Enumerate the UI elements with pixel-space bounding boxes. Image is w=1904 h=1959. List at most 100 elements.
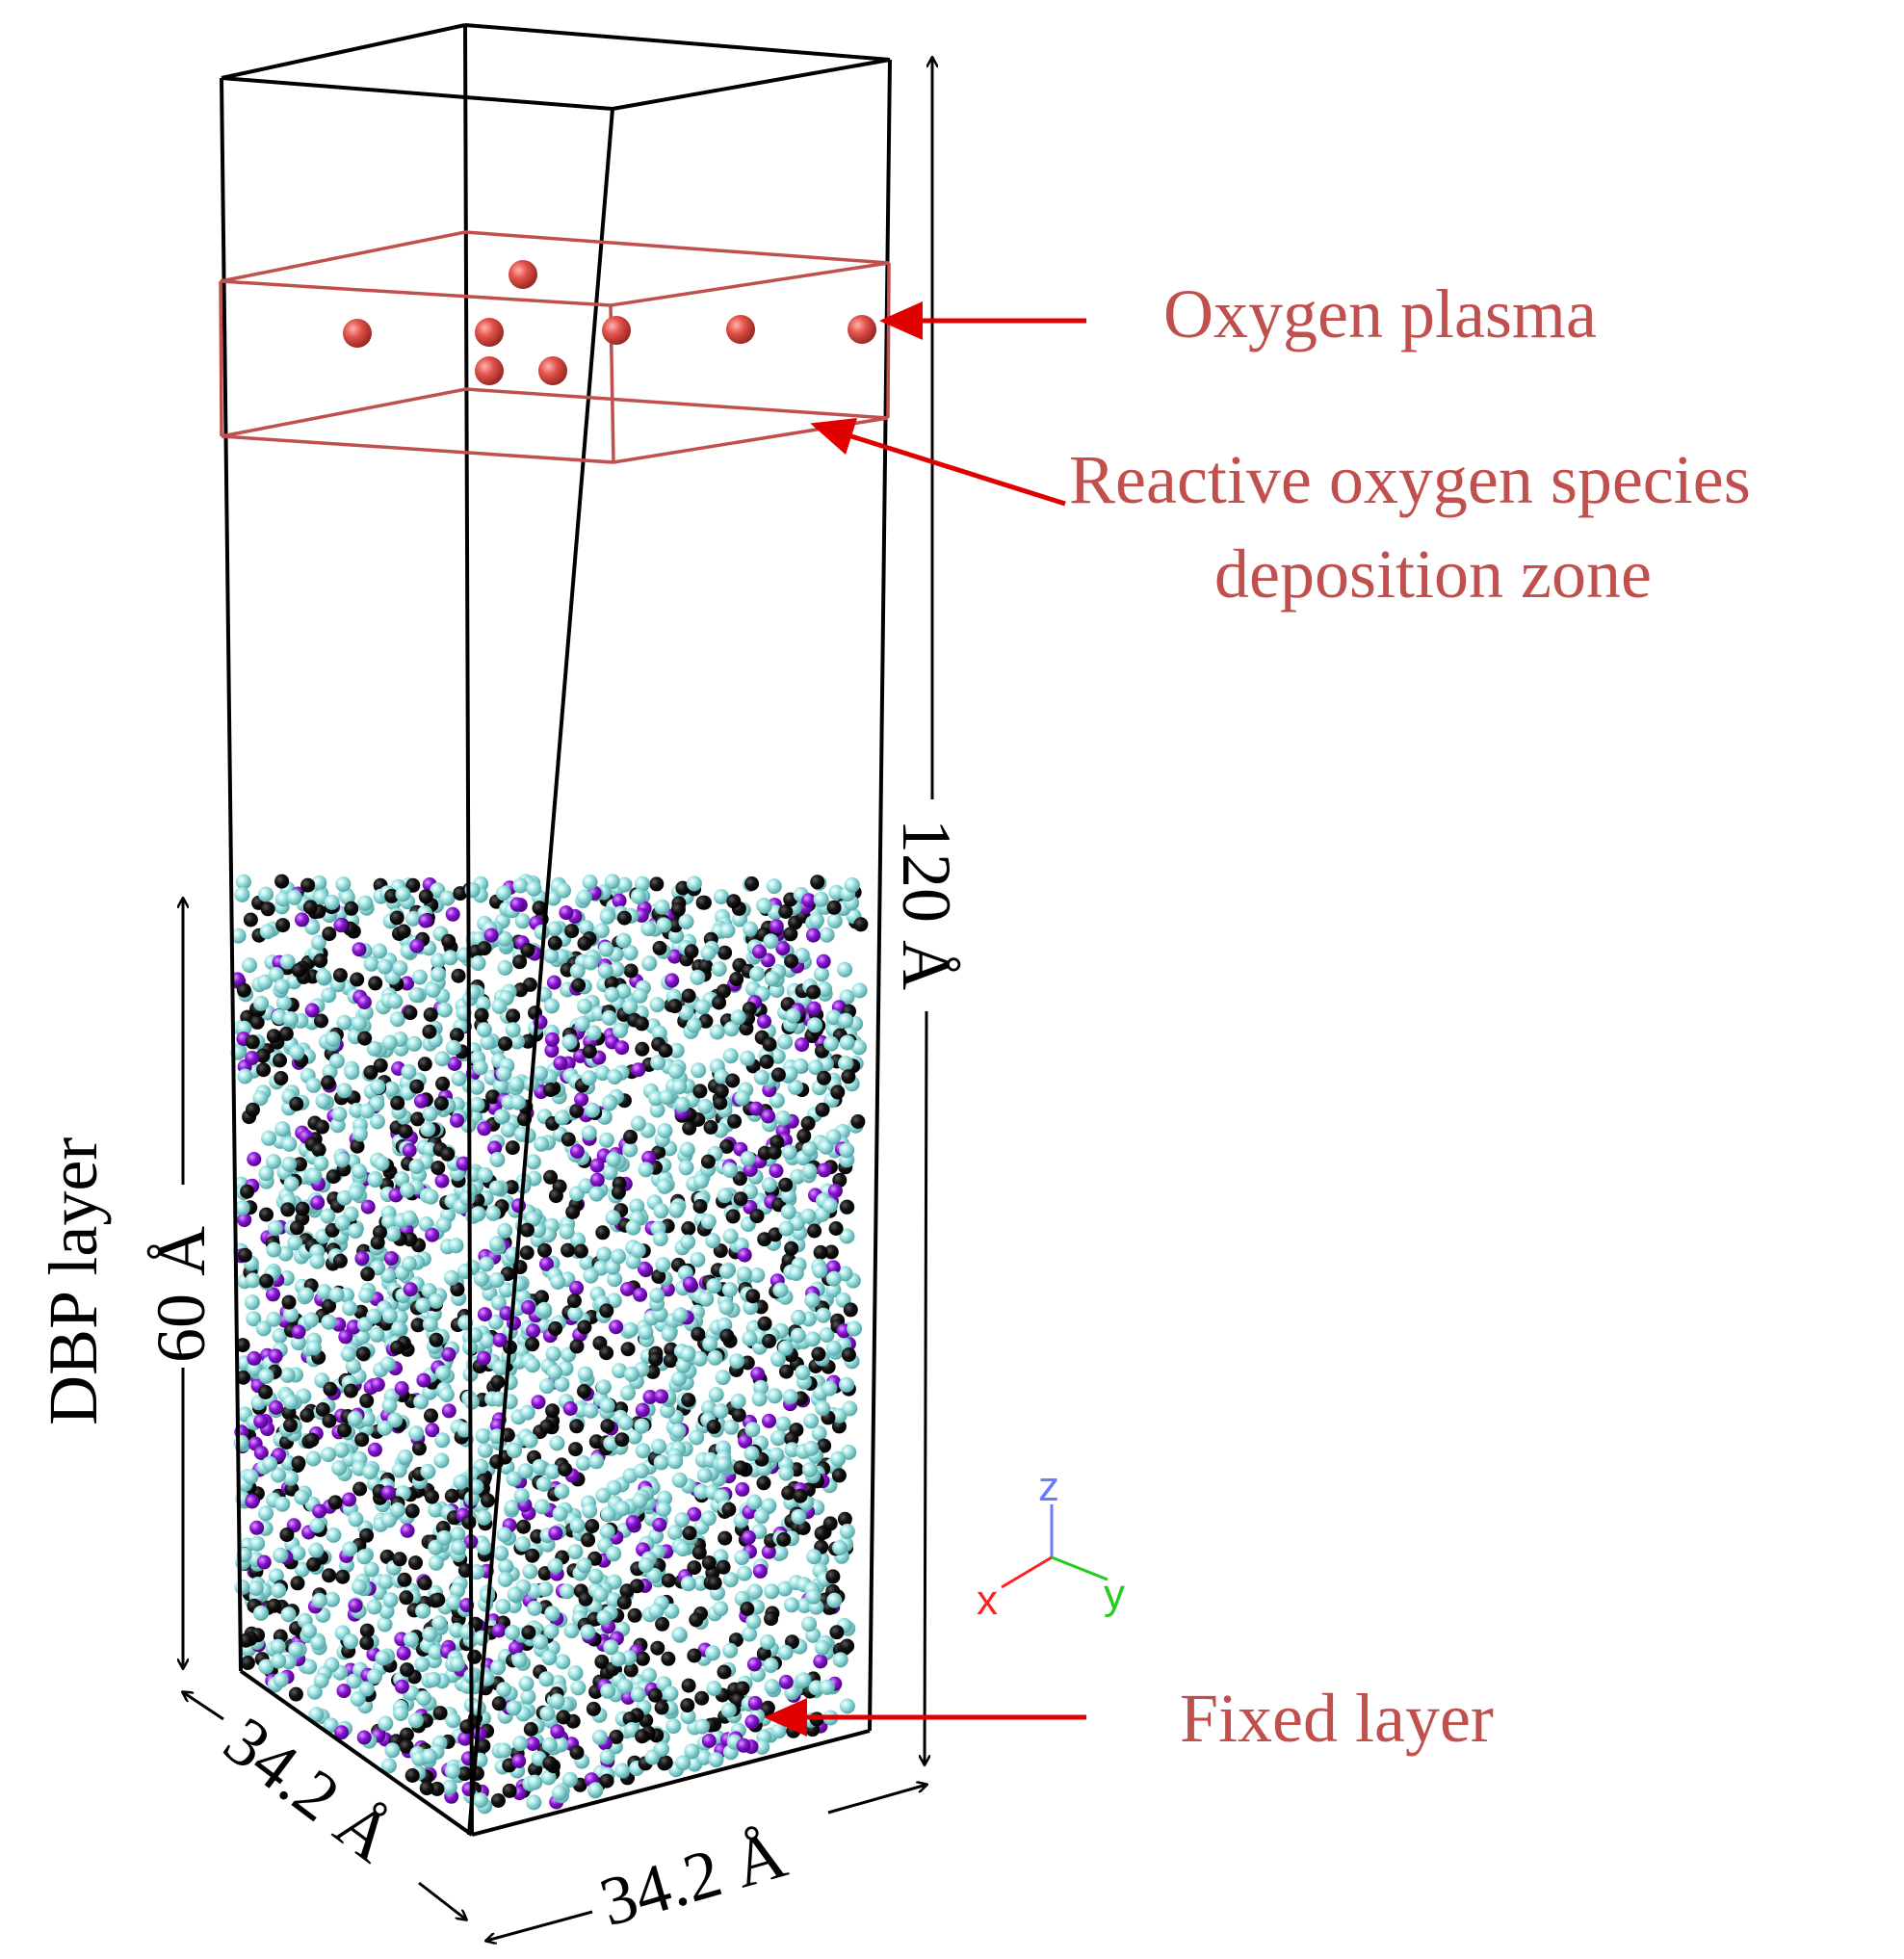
dbp-atom [767,1145,782,1161]
dbp-atom [509,1640,524,1656]
dbp-atom [764,1583,780,1600]
dbp-atom [813,1244,828,1260]
dbp-atom [267,1598,282,1613]
dbp-atom [719,1138,735,1154]
dbp-atom [653,1203,669,1219]
dbp-atom [450,1282,465,1297]
dbp-atom [534,1136,550,1152]
dbp-atom [309,1517,326,1533]
dbp-atom [674,1096,691,1112]
dbp-atom [769,1092,785,1109]
dbp-atom [496,1682,512,1698]
dbp-atom [470,955,486,971]
dbp-atom [443,1269,459,1286]
dbp-atom [681,1393,696,1408]
dbp-atom [430,1592,446,1607]
dbp-atom [791,1508,807,1525]
dbp-atom [509,1094,526,1110]
dbp-atom [693,1483,710,1500]
dbp-atom [746,1657,762,1672]
dbp-atom [325,1032,341,1047]
dbp-atom [532,1458,548,1475]
dbp-atom [425,982,441,998]
dbp-atom [392,960,408,977]
dbp-atom [430,953,446,969]
dbp-atom [583,1402,599,1419]
dbp-atom [671,1079,688,1095]
dbp-atom [735,1481,750,1497]
dbp-atom [547,1364,562,1380]
dbp-atom [496,1742,512,1759]
dbp-atom [830,1450,847,1467]
dbp-atom [552,1785,567,1801]
dbp-atom [304,1432,320,1448]
dbp-atom [806,1001,822,1016]
dbp-atom [566,1293,582,1309]
dbp-atom [738,1433,753,1449]
dbp-atom [569,963,586,980]
dbp-atom [257,974,274,990]
dbp-atom [844,876,860,893]
dbp-atom [516,1519,532,1534]
dbp-atom [398,1124,413,1139]
dbp-atom [651,1268,666,1284]
dbp-atom [311,1142,326,1158]
dbp-atom [258,886,274,902]
dbp-atom [793,1488,808,1503]
dbp-atom [559,1223,575,1240]
dbp-atom [558,1462,573,1477]
dbp-atom [638,1162,654,1178]
dbp-atom [286,889,302,905]
dbp-atom [533,1065,548,1082]
dbp-atom [396,924,411,939]
dbp-atom [441,1779,457,1795]
dbp-atom [359,1635,375,1651]
dbp-atom [801,1461,818,1477]
dbp-atom [539,1706,556,1722]
dbp-atom [518,1676,535,1692]
dbp-atom [338,1329,353,1345]
dbp-atom [656,917,672,933]
dbp-atom [475,996,491,1012]
dbp-atom [769,1447,785,1463]
dbp-atom [751,1391,768,1407]
dbp-atom [694,1690,710,1706]
deposition-zone-label-line1: Reactive oxygen species [1069,441,1751,518]
dbp-atom [448,1238,464,1254]
dbp-atom [580,1624,596,1640]
dbp-atom [730,1393,746,1409]
dbp-atom [734,1090,750,1107]
dbp-atom [686,875,702,892]
dbp-atom [740,1151,756,1166]
dbp-atom [599,1303,614,1319]
dbp-atom [701,1399,717,1416]
dbp-atom [424,1408,438,1424]
dbp-atom [431,1615,448,1632]
dbp-atom [321,1447,337,1463]
dbp-atom [722,1572,739,1588]
dbp-atom [819,927,835,943]
dbp-atom [692,1199,708,1214]
dbp-atom [784,1597,799,1613]
dbp-atom [354,1250,370,1266]
dbp-atom [745,1289,761,1304]
dbp-atom [525,1737,540,1751]
dbp-atom [446,1594,462,1610]
dbp-atom [851,982,868,999]
dbp-atom [383,1251,399,1266]
dbp-atom [816,953,831,969]
dbp-atom [543,1169,559,1185]
dbp-atom [630,1115,646,1132]
dbp-atom [668,1201,685,1217]
dbp-atom [479,1256,494,1272]
dbp-atom [762,1036,777,1052]
dbp-atom [634,875,650,892]
oxygen-plasma-label: Oxygen plasma [1163,275,1597,353]
dbp-atom [535,1476,552,1492]
dbp-atom [245,1034,260,1050]
dbp-atom [411,1441,427,1456]
dbp-atom [519,1404,535,1421]
dbp-atom [311,875,327,891]
deposition-zone-edge-right [886,262,891,419]
dbp-atom [732,1171,747,1187]
